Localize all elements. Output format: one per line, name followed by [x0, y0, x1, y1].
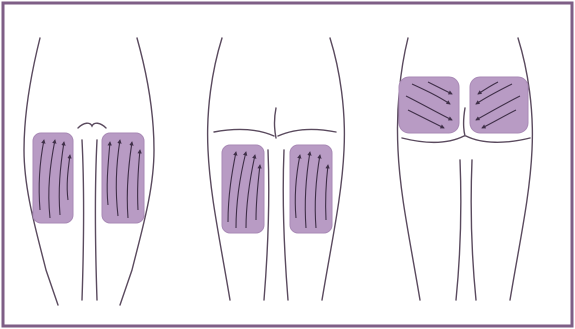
- outer-frame: [3, 3, 572, 326]
- zone-buttock-left: [399, 77, 459, 133]
- zone-buttock-right: [470, 77, 528, 133]
